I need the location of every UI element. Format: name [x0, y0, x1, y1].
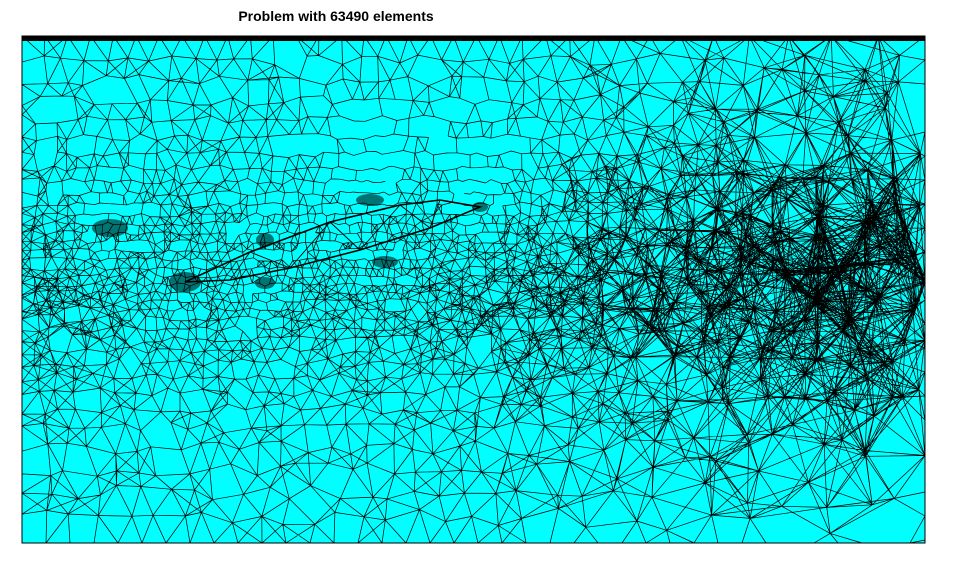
plot-title: Problem with 63490 elements: [238, 8, 434, 24]
mesh-edges: [21, 35, 926, 544]
dense-zone: [356, 194, 384, 206]
dense-zone: [256, 233, 274, 247]
dense-zone: [92, 219, 128, 237]
top-boundary-band: [22, 36, 925, 41]
domain-area: [21, 35, 926, 544]
airfoil-inner-edges: [184, 199, 481, 283]
mesh-edge-lines: [21, 35, 926, 544]
top-boundary-layer: [22, 36, 925, 41]
dense-mesh-zones: [92, 194, 488, 292]
dense-zone: [372, 256, 398, 268]
airfoil-interior-elements: [184, 199, 481, 283]
dense-zone: [255, 277, 275, 289]
